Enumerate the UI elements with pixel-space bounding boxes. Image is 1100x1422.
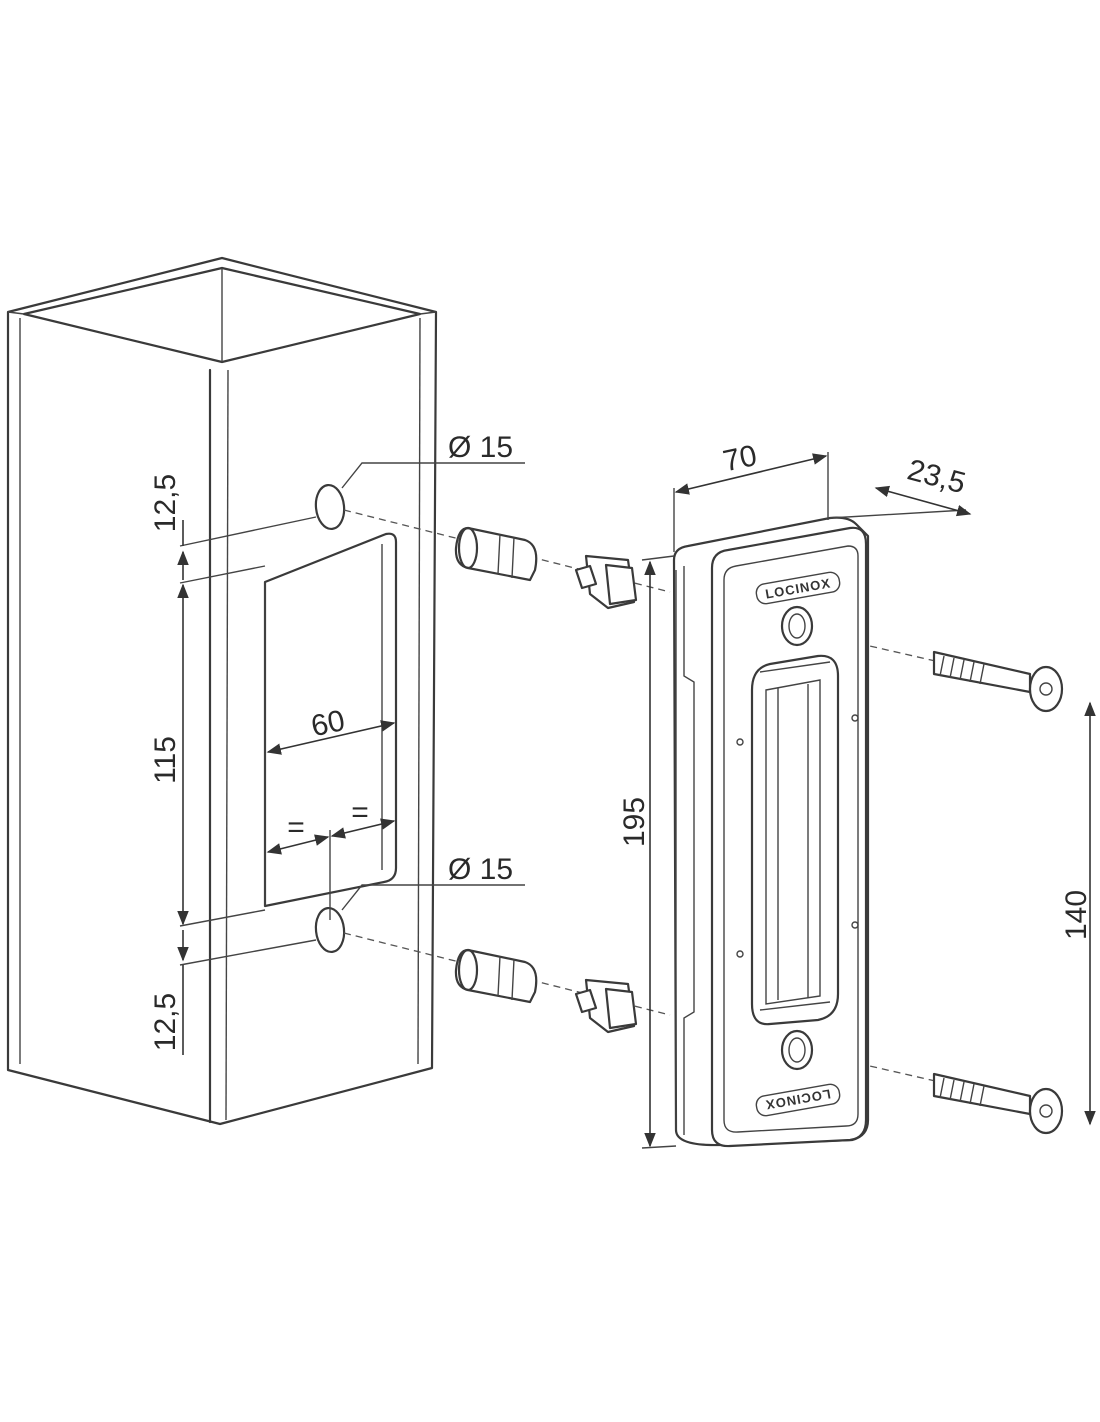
screw-top (932, 650, 1064, 713)
dimension-23-5: 23,5 (829, 453, 972, 519)
insert-sleeve-bottom (454, 948, 538, 1004)
dimension-70: 70 (673, 439, 829, 552)
diameter-bottom-label: Ø 15 (448, 853, 513, 886)
equal-left-label: = (287, 811, 305, 844)
post-extension-lines (179, 516, 317, 966)
insert-nut-bottom (574, 978, 638, 1034)
dimension-60: 60 (266, 704, 396, 755)
dimension-195-label: 195 (618, 797, 651, 847)
dimension-115-label: 115 (149, 736, 182, 784)
dimension-140: 140 (1060, 701, 1096, 1126)
dimension-12-5-top-label: 12,5 (149, 474, 182, 532)
hole-bottom (314, 906, 346, 954)
dimension-12-5-bottom: 12,5 (149, 930, 189, 1055)
hole-top (314, 483, 346, 531)
dimension-equal: = = (266, 796, 396, 920)
dimension-12-5-top: 12,5 (149, 474, 189, 580)
diameter-top-label: Ø 15 (448, 431, 513, 464)
dimension-12-5-bottom-label: 12,5 (149, 993, 182, 1051)
insert-nut-top (574, 554, 638, 610)
dimension-115: 115 (149, 583, 189, 926)
square-post (6, 256, 438, 1126)
equal-right-label: = (351, 796, 369, 829)
cutout (263, 532, 398, 908)
insert-sleeve-top (454, 526, 538, 582)
dimension-60-label: 60 (308, 704, 348, 743)
dimension-195: 195 (618, 555, 677, 1149)
dimension-140-label: 140 (1060, 890, 1093, 940)
diameter-leader-bottom: Ø 15 (341, 853, 525, 911)
screw-bottom (932, 1072, 1064, 1135)
diameter-leader-top: Ø 15 (341, 431, 525, 489)
dimension-23-5-label: 23,5 (904, 453, 969, 500)
strike-keep: LOCINOX LOCINOX (672, 516, 870, 1148)
dimension-70-label: 70 (720, 439, 760, 478)
